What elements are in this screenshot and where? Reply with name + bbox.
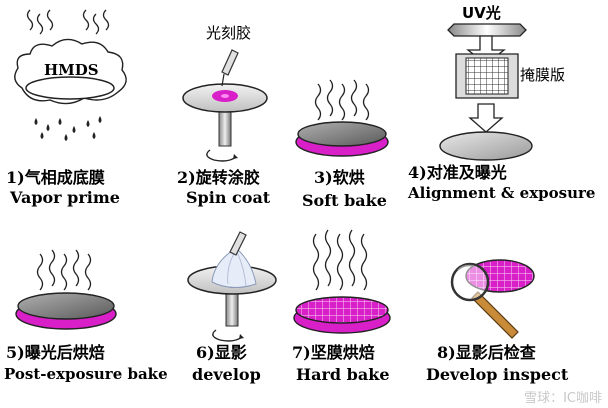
uv-light-label: UV光 bbox=[462, 4, 501, 22]
exposure-arrow bbox=[468, 103, 504, 133]
step-8-title-cn: 8)显影后检查 bbox=[437, 343, 536, 362]
step-5-post-exposure-bake-illustration bbox=[15, 249, 117, 330]
step-1-title-en: Vapor prime bbox=[10, 188, 120, 207]
patterned-wafer bbox=[295, 296, 389, 324]
step-6-develop-illustration bbox=[187, 231, 277, 342]
step-2-title-cn: 2)旋转涂胶 bbox=[177, 168, 260, 187]
step-8-develop-inspect-illustration bbox=[450, 259, 535, 339]
step-3-soft-bake-illustration bbox=[295, 79, 389, 157]
heat-lines bbox=[314, 79, 370, 121]
rotation-arrow bbox=[206, 149, 237, 162]
dispense-nozzle bbox=[229, 231, 247, 256]
magnifier-lens bbox=[450, 262, 490, 302]
watermark: 雪球：IC咖啡 bbox=[524, 391, 602, 406]
exposed-wafer bbox=[439, 131, 533, 161]
rotation-arrow bbox=[212, 329, 243, 342]
step-7-hard-bake-illustration bbox=[293, 229, 391, 334]
step-5-title-cn: 5)曝光后烘焙 bbox=[6, 343, 105, 362]
step-7-title-cn: 7)坚膜烘焙 bbox=[292, 343, 375, 362]
hmds-cloud bbox=[14, 38, 127, 105]
step-4-title-en: Alignment & exposure bbox=[408, 184, 596, 202]
step-2-title-en: Spin coat bbox=[186, 188, 271, 207]
mask-label: 掩膜版 bbox=[520, 66, 566, 84]
hmds-label: HMDS bbox=[44, 61, 99, 79]
step-8-title-en: Develop inspect bbox=[426, 365, 569, 384]
uv-lamp bbox=[447, 23, 527, 37]
step-1-vapor-prime-illustration bbox=[14, 9, 127, 141]
heat-lines bbox=[312, 229, 368, 291]
step-4-alignment-exposure-illustration bbox=[439, 23, 533, 161]
step-3-title-en: Soft bake bbox=[302, 191, 387, 210]
step-4-title-cn: 4)对准及曝光 bbox=[408, 163, 507, 182]
step-2-spin-coat-illustration bbox=[182, 49, 268, 162]
resist-coated-wafer bbox=[17, 292, 115, 320]
step-6-title-en: develop bbox=[192, 365, 261, 384]
step-1-title-cn: 1)气相成底膜 bbox=[6, 168, 105, 187]
hmds-vapor-lines bbox=[26, 9, 110, 35]
step-6-title-cn: 6)显影 bbox=[196, 343, 247, 362]
step-7-title-en: Hard bake bbox=[296, 365, 390, 384]
photoresist-label: 光刻胶 bbox=[206, 24, 252, 42]
step-5-title-en: Post-exposure bake bbox=[4, 365, 168, 383]
dispense-nozzle bbox=[221, 49, 239, 76]
resist-coated-wafer bbox=[297, 121, 387, 147]
step-3-title-cn: 3)软烘 bbox=[314, 168, 365, 187]
heat-lines bbox=[36, 249, 92, 291]
condensation-drops bbox=[34, 116, 102, 141]
wafer bbox=[25, 76, 115, 100]
